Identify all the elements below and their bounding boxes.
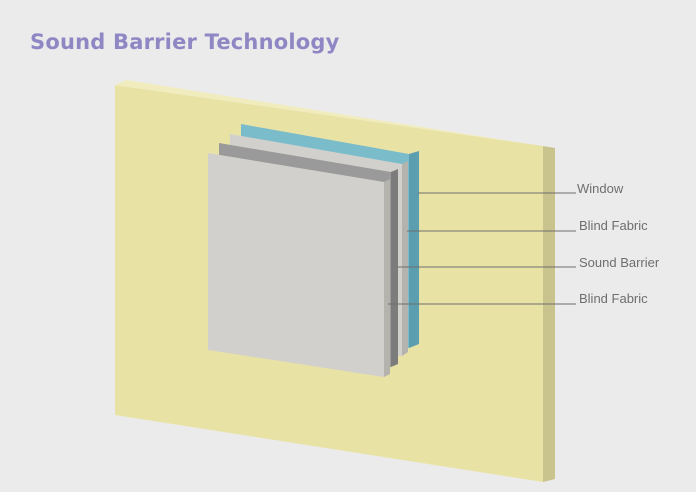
blind-fabric-back-side xyxy=(402,161,408,356)
wall-side xyxy=(543,146,555,482)
blind-fabric-front-face xyxy=(208,153,384,377)
blind-fabric-front-layer xyxy=(208,153,390,377)
blind-fabric-back-label: Blind Fabric xyxy=(579,218,648,233)
diagram-title: Sound Barrier Technology xyxy=(30,30,340,54)
leader-lines xyxy=(388,192,576,305)
sound-barrier-side xyxy=(391,169,398,367)
sound-barrier-label: Sound Barrier xyxy=(579,255,660,270)
blind-fabric-front-label: Blind Fabric xyxy=(579,291,648,306)
window-label: Window xyxy=(577,181,624,196)
blind-fabric-front-side xyxy=(384,179,390,377)
window-side xyxy=(409,151,419,348)
wall-top-edge xyxy=(115,80,555,148)
